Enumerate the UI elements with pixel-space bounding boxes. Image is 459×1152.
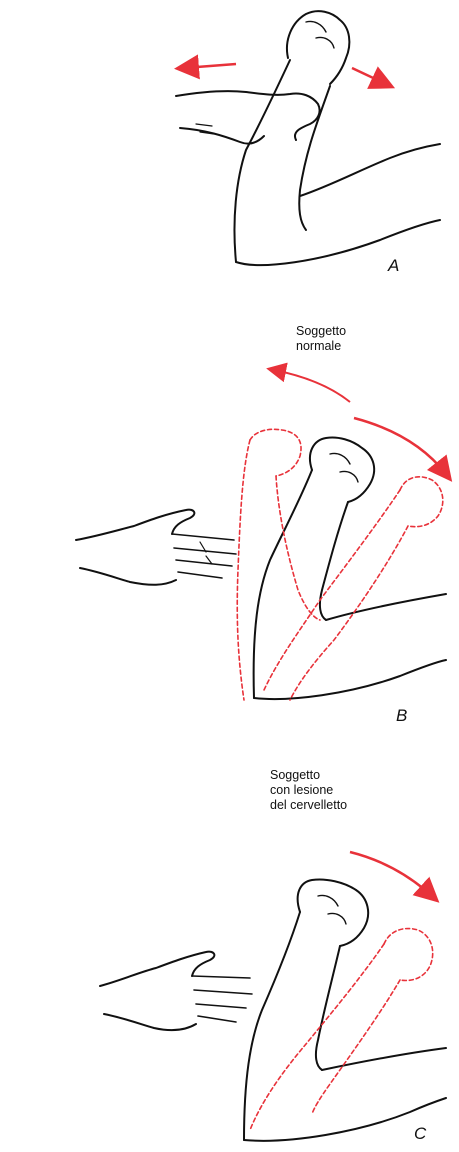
panel-b-upper-arm — [254, 660, 446, 699]
panel-b-examiner-hand — [76, 510, 194, 540]
panel-b-forearm — [254, 470, 312, 698]
panel-a-drawing — [176, 11, 440, 265]
panel-a-fist — [287, 11, 349, 84]
panel-b-drawing — [76, 437, 446, 699]
panel-b-fist — [310, 437, 374, 502]
panel-c-label: C — [414, 1124, 426, 1144]
panel-a-arrow-left — [184, 64, 236, 68]
panel-b-arrow-down — [354, 418, 446, 474]
panel-b-arrow-up — [274, 370, 350, 402]
panel-c-examiner-hand — [100, 952, 214, 986]
panel-c-arrow-down — [350, 852, 432, 896]
panel-c-ghost-arm — [250, 929, 433, 1130]
panel-a-forearm — [234, 60, 290, 262]
panel-a-label: A — [388, 256, 399, 276]
panel-a-examiner-hand — [176, 91, 320, 140]
panel-c-forearm — [244, 912, 300, 1140]
panel-c-caption: Soggetto con lesione del cervelletto — [270, 768, 347, 813]
panel-b-label: B — [396, 706, 407, 726]
panel-b-caption: Soggetto normale — [296, 324, 346, 354]
panel-a-upper-arm — [236, 220, 440, 265]
panel-a-arrow-right — [352, 68, 386, 84]
panel-c-fist — [298, 879, 369, 946]
panel-c-drawing — [100, 879, 446, 1140]
